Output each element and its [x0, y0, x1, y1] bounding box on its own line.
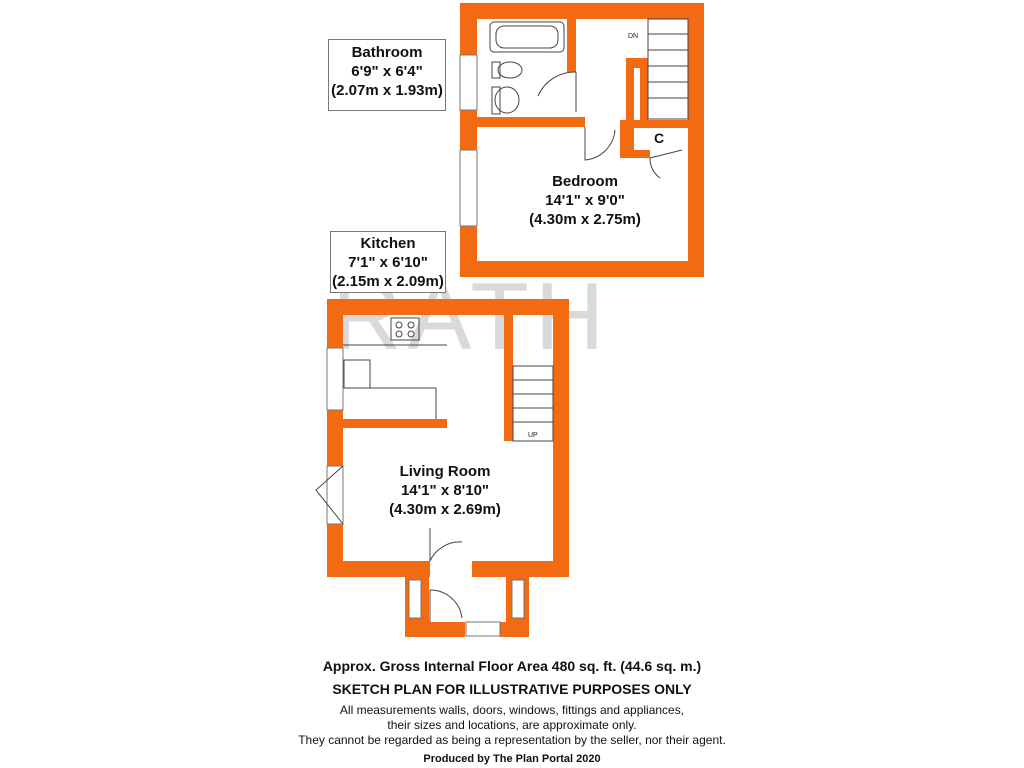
front-door-frame [465, 621, 501, 637]
windows [326, 54, 525, 637]
floor-area-text: Approx. Gross Internal Floor Area 480 sq… [322, 658, 702, 674]
ground-wall-right [553, 299, 569, 577]
sketch-plan-notice: SKETCH PLAN FOR ILLUSTRATIVE PURPOSES ON… [332, 681, 692, 697]
living-room-metric: (4.30m x 2.69m) [389, 501, 501, 518]
bath [489, 21, 565, 53]
kitchen-worktop [343, 344, 447, 419]
stairwell-wall-c [640, 58, 648, 120]
porch-window-left [408, 579, 422, 619]
cupboard-wall-top [626, 120, 688, 128]
fixtures [315, 18, 689, 622]
stair-side-wall [504, 315, 513, 441]
bedroom-metric: (4.30m x 2.75m) [529, 211, 641, 228]
disclaimer-line-3: They cannot be regarded as being a repre… [298, 733, 726, 747]
upper-wall-right [688, 3, 704, 277]
bedroom-window [459, 149, 478, 227]
bedroom-imperial: 14'1" x 9'0" [545, 192, 625, 209]
upper-wall-left [460, 3, 477, 277]
stair-down [647, 18, 689, 120]
porch-wall-bottom-left [405, 622, 465, 637]
floor-plan [315, 3, 704, 637]
living-door-swing [429, 528, 463, 562]
living-room-name: Living Room [399, 463, 491, 480]
kitchen-sink [343, 359, 371, 389]
kitchen-label: Kitchen 7'1" x 6'10" (2.15m x 2.09m) [330, 231, 446, 293]
kitchen-name: Kitchen [360, 235, 416, 252]
cupboard-wall-bottom [620, 150, 650, 158]
stair-up-label: UP [528, 432, 538, 439]
cupboard-label: C [654, 130, 665, 146]
produced-by: Produced by The Plan Portal 2020 [423, 753, 601, 765]
ground-wall-bottom-right [472, 561, 569, 577]
bathroom-window [459, 54, 478, 111]
disclaimer-line-1: All measurements walls, doors, windows, … [339, 703, 685, 717]
cupboard-wall-left [620, 120, 628, 158]
living-room-imperial: 14'1" x 8'10" [400, 482, 490, 499]
ground-wall-bottom-left [327, 561, 430, 577]
hob [390, 317, 420, 341]
kitchen-imperial: 7'1" x 6'10" [348, 254, 428, 271]
kitchen-window [326, 347, 344, 411]
ground-wall-top [327, 299, 569, 315]
kitchen-partition [343, 419, 447, 428]
porch-window-right [511, 579, 525, 619]
bathroom-imperial: 6'9" x 6'4" [351, 63, 423, 80]
bathroom-label: Bathroom 6'9" x 6'4" (2.07m x 1.93m) [328, 39, 446, 111]
stair-up [512, 365, 554, 442]
bathroom-bedroom-partition [477, 117, 585, 127]
disclaimer-line-2: their sizes and locations, are approxima… [387, 718, 637, 732]
stairwell-wall-b [626, 58, 634, 158]
ground-wall-left [327, 299, 343, 577]
bathroom-side-partition [567, 19, 576, 72]
porch-wall-bottom-right [500, 622, 529, 637]
kitchen-metric: (2.15m x 2.09m) [332, 273, 444, 290]
cupboard-door-swing [649, 149, 683, 179]
bathroom-metric: (2.07m x 1.93m) [331, 82, 443, 99]
basin [494, 86, 520, 114]
bedroom-name: Bedroom [552, 173, 618, 190]
front-door-swing [429, 589, 463, 622]
stairwell-wall-a [626, 58, 646, 68]
bathroom-name: Bathroom [351, 44, 423, 61]
bathroom-door-swing [537, 71, 577, 112]
stair-down-label: DN [628, 33, 639, 40]
living-french-door [326, 465, 344, 525]
living-room-label: Living Room 14'1" x 8'10" (4.30m x 2.69m… [370, 462, 520, 519]
upper-wall-bottom [460, 261, 704, 277]
toilet [497, 61, 523, 79]
upper-wall-top [460, 3, 704, 19]
bedroom-label: Bedroom 14'1" x 9'0" (4.30m x 2.75m) [510, 172, 660, 229]
french-door-swing [315, 465, 344, 525]
bedroom-door-swing [584, 127, 616, 161]
